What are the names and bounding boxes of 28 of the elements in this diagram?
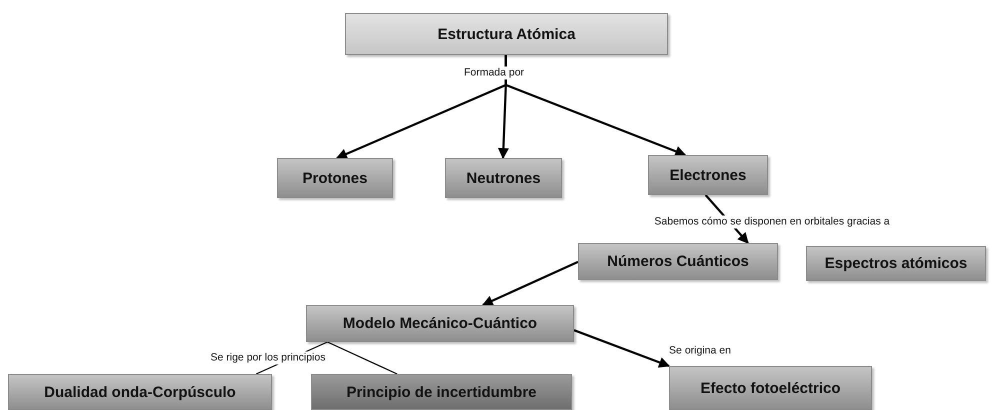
edge-label: Sabemos cómo se disponen en orbitales gracias a [652,216,892,228]
concept-box [345,13,668,55]
concept-box [669,366,872,410]
concept-box [306,305,574,342]
concept-label: Números Cuánticos [607,253,749,270]
concept-label: Estructura Atómica [438,26,576,42]
concept-box [311,374,572,410]
concept-label: Dualidad onda-Corpúsculo [44,384,236,400]
concept-box [806,246,986,281]
concept-box [648,155,768,195]
concept-label: Protones [302,170,368,186]
concept-label: Principio de incertidumbre [346,384,537,400]
concept-box [578,243,778,280]
concept-label: Modelo Mecánico-Cuántico [342,315,538,332]
edge-label: Se rige por los principios [208,352,328,364]
concept-box [277,158,393,198]
edge-label: Se origina en [667,344,733,358]
concept-box [445,158,562,198]
concept-label: Espectros atómicos [824,255,968,272]
arrow [504,55,686,157]
concept-label: Neutrones [466,170,541,186]
arrow [482,260,578,306]
edge-label: Formada por [462,66,526,80]
concept-box [8,374,272,410]
connector-line [327,341,398,375]
concept-label: Efecto fotoeléctrico [700,380,841,396]
arrow [574,329,670,368]
concept-label: Electrones [670,166,746,184]
